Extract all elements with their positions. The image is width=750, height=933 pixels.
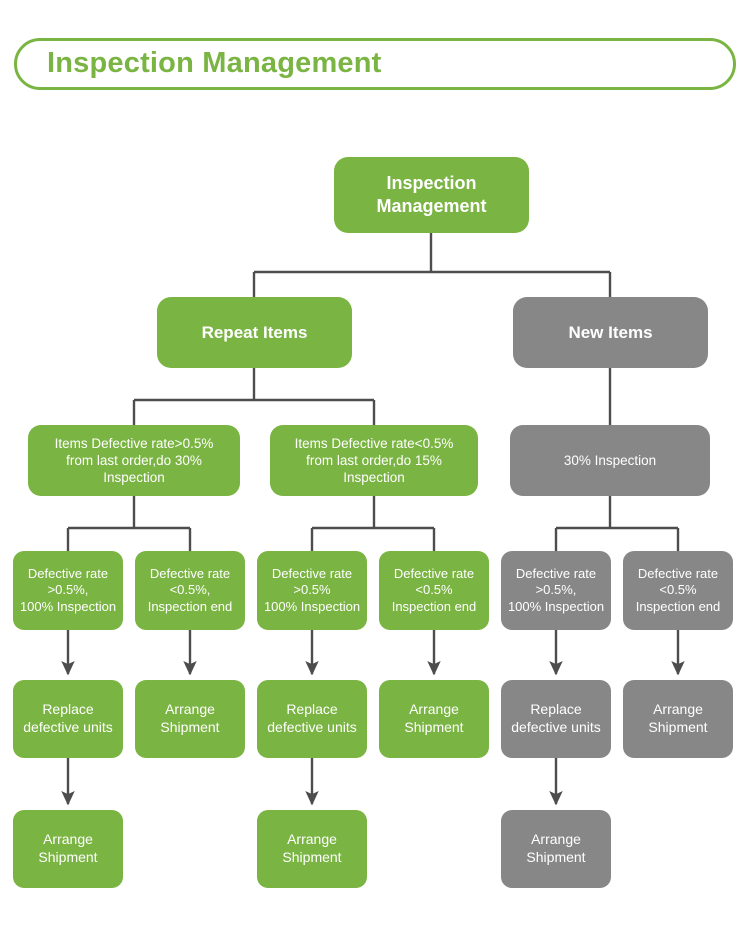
node-inspection-management[interactable]: Inspection Management: [334, 157, 529, 233]
node-repeat-items[interactable]: Repeat Items: [157, 297, 352, 368]
node-action-arrange-shipment-4[interactable]: Arrange Shipment: [379, 680, 489, 758]
node-final-arrange-shipment-5[interactable]: Arrange Shipment: [501, 810, 611, 888]
node-rule-repeat-low-defect[interactable]: Items Defective rate<0.5% from last orde…: [270, 425, 478, 496]
page-title: Inspection Management: [47, 46, 382, 79]
node-result-repeat-high-over[interactable]: Defective rate >0.5%, 100% Inspection: [13, 551, 123, 630]
node-rule-repeat-high-defect[interactable]: Items Defective rate>0.5% from last orde…: [28, 425, 240, 496]
node-action-arrange-shipment-6[interactable]: Arrange Shipment: [623, 680, 733, 758]
node-action-replace-defective-units-3[interactable]: Replace defective units: [257, 680, 367, 758]
node-result-repeat-low-under[interactable]: Defective rate <0.5% Inspection end: [379, 551, 489, 630]
node-action-replace-defective-units-1[interactable]: Replace defective units: [13, 680, 123, 758]
node-final-arrange-shipment-3[interactable]: Arrange Shipment: [257, 810, 367, 888]
node-result-repeat-low-over[interactable]: Defective rate >0.5% 100% Inspection: [257, 551, 367, 630]
node-result-new-over[interactable]: Defective rate >0.5%, 100% Inspection: [501, 551, 611, 630]
node-action-replace-defective-units-5[interactable]: Replace defective units: [501, 680, 611, 758]
node-new-items[interactable]: New Items: [513, 297, 708, 368]
page-header-banner: Inspection Management: [14, 38, 736, 90]
node-action-arrange-shipment-2[interactable]: Arrange Shipment: [135, 680, 245, 758]
node-rule-new-items-inspection[interactable]: 30% Inspection: [510, 425, 710, 496]
node-final-arrange-shipment-1[interactable]: Arrange Shipment: [13, 810, 123, 888]
node-result-new-under[interactable]: Defective rate <0.5% Inspection end: [623, 551, 733, 630]
node-result-repeat-high-under[interactable]: Defective rate <0.5%, Inspection end: [135, 551, 245, 630]
